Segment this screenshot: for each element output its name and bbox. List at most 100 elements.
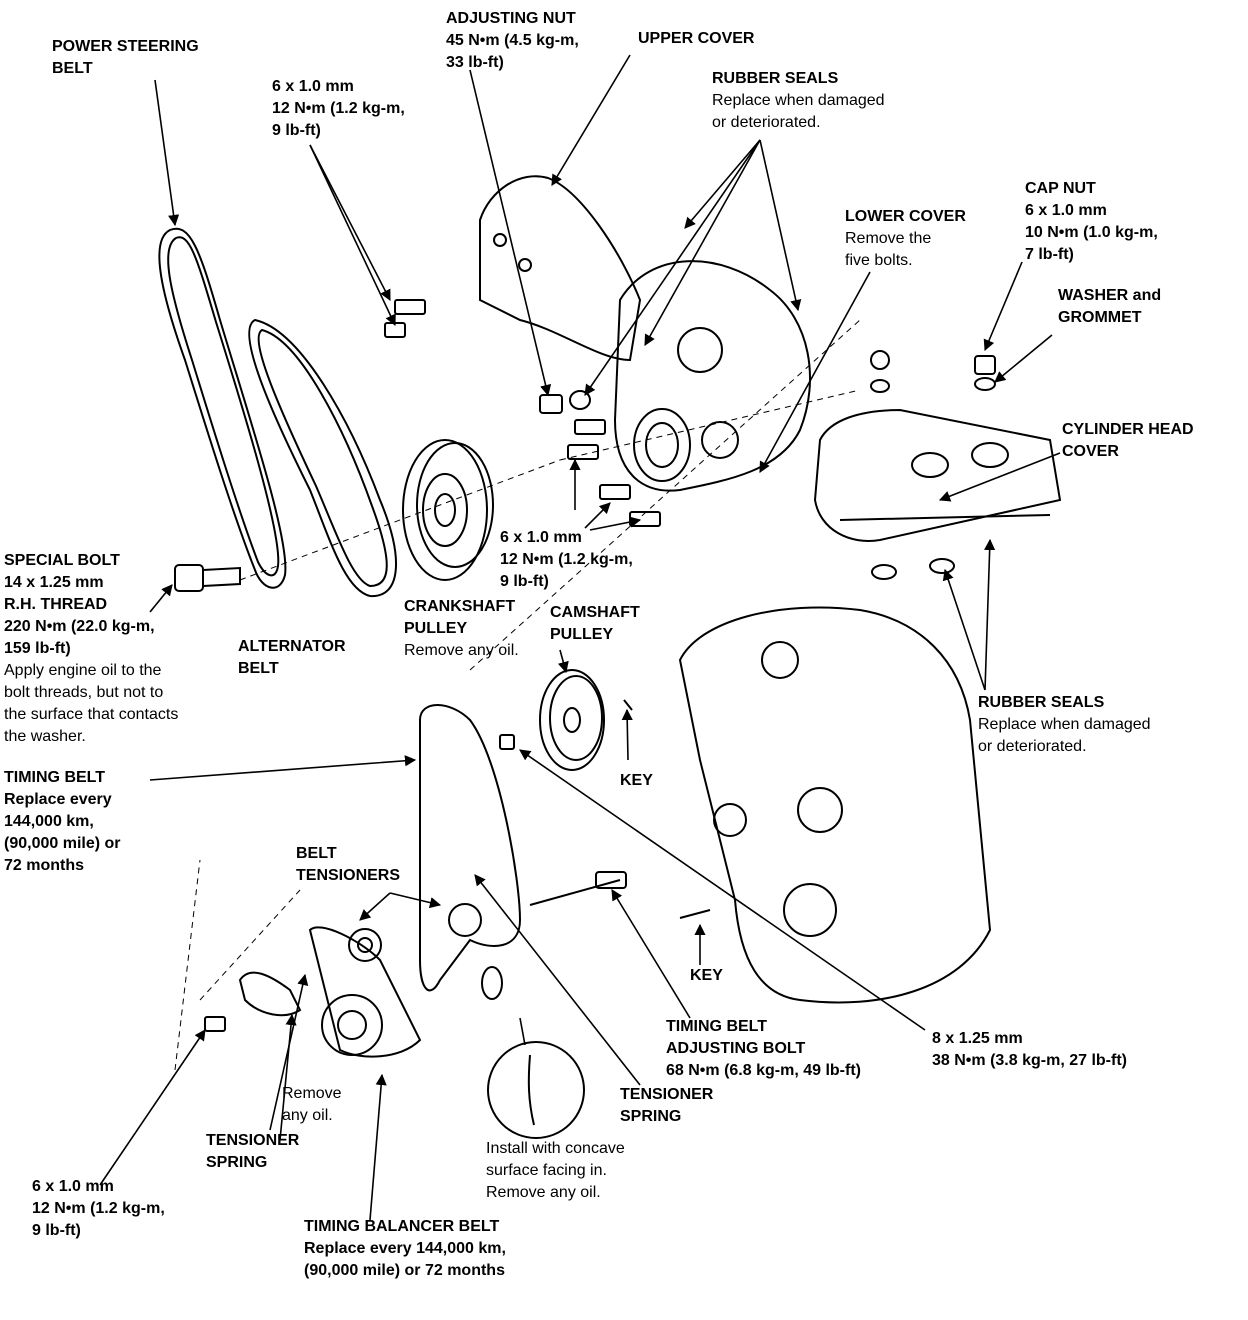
line: TIMING BALANCER BELT (304, 1218, 500, 1235)
line: ADJUSTING BOLT (666, 1040, 806, 1057)
line: 14 x 1.25 mm (4, 574, 104, 591)
key-upper-label: KEY (620, 770, 653, 792)
line: KEY (620, 772, 653, 789)
line: GROMMET (1058, 309, 1142, 326)
bolt-bottom-label: 6 x 1.0 mm 12 N•m (1.2 kg-m, 9 lb-ft) (32, 1176, 165, 1242)
title: CRANKSHAFT (404, 598, 516, 615)
alternator-belt-drawing (248, 318, 397, 598)
line: KEY (690, 967, 723, 984)
rubber-seals-top-label: RUBBER SEALS Replace when damaged or det… (712, 68, 885, 134)
line: COVER (1062, 443, 1119, 460)
line: 45 N•m (4.5 kg-m, (446, 32, 579, 49)
line: SPRING (620, 1108, 682, 1125)
line: 6 x 1.0 mm (500, 529, 582, 546)
line: BELT (52, 60, 93, 77)
line: 38 N•m (3.8 kg-m, 27 lb-ft) (932, 1052, 1127, 1069)
lower-cover-label: LOWER COVER Remove the five bolts. (845, 206, 966, 272)
line: R.H. THREAD (4, 596, 108, 613)
line: TENSIONER (620, 1086, 714, 1103)
timing-belt-label: TIMING BELT Replace every 144,000 km, (9… (4, 767, 121, 877)
line: Install with concave (486, 1140, 625, 1157)
title: PULLEY (404, 620, 468, 637)
crankshaft-pulley-drawing (402, 439, 494, 581)
title: RUBBER SEALS (712, 70, 839, 87)
timing-belt-adjusting-bolt-label: TIMING BELT ADJUSTING BOLT 68 N•m (6.8 k… (666, 1016, 861, 1082)
crankshaft-pulley-label: CRANKSHAFT PULLEY Remove any oil. (404, 596, 519, 662)
line: ALTERNATOR (238, 638, 346, 655)
line: 10 N•m (1.0 kg-m, (1025, 224, 1158, 241)
tensioner-spring-left-label: TENSIONER SPRING (206, 1130, 299, 1174)
line: BELT (238, 660, 279, 677)
power-steering-belt-drawing (158, 227, 287, 589)
line: 6 x 1.0 mm (272, 78, 354, 95)
line: 9 lb-ft) (272, 122, 321, 139)
washer-grommet-label: WASHER and GROMMET (1058, 285, 1161, 329)
title: RUBBER SEALS (978, 694, 1105, 711)
line: five bolts. (845, 252, 913, 269)
seal-detail-drawing (481, 966, 585, 1139)
lower-cover-drawing (613, 260, 811, 492)
line: SPRING (206, 1154, 268, 1171)
note-line: bolt threads, but not to (4, 684, 164, 701)
line: CAP NUT (1025, 180, 1096, 197)
line: Replace every (4, 791, 112, 808)
line: 144,000 km, (4, 813, 94, 830)
title: TIMING BELT (4, 769, 106, 786)
line: surface facing in. (486, 1162, 607, 1179)
line: (90,000 mile) or (4, 835, 121, 852)
line: WASHER and (1058, 287, 1162, 304)
special-bolt-drawing (174, 564, 241, 592)
line: PULLEY (550, 626, 614, 643)
key-lower-label: KEY (690, 965, 723, 987)
rubber-seals-mid-label: RUBBER SEALS Replace when damaged or det… (978, 692, 1151, 758)
line: 6 x 1.0 mm (1025, 202, 1107, 219)
tensioner-drawing (238, 926, 422, 1058)
line: 6 x 1.0 mm (32, 1178, 114, 1195)
cylinder-head-cover-drawing (813, 408, 1062, 542)
engine-block-drawing (678, 606, 992, 1004)
note-line: Apply engine oil to the (4, 662, 162, 679)
line: 9 lb-ft) (500, 573, 549, 590)
timing-balancer-belt-label: TIMING BALANCER BELT Replace every 144,0… (304, 1216, 506, 1282)
line: 159 lb-ft) (4, 640, 71, 657)
upper-cover-label: UPPER COVER (638, 28, 754, 50)
line: 9 lb-ft) (32, 1222, 81, 1239)
line: Remove any oil. (486, 1184, 601, 1201)
line: TENSIONERS (296, 867, 401, 884)
alignment-lines (174, 319, 861, 1071)
adjusting-nut-label: ADJUSTING NUT 45 N•m (4.5 kg-m, 33 lb-ft… (446, 8, 579, 74)
bolt-top-label: 6 x 1.0 mm 12 N•m (1.2 kg-m, 9 lb-ft) (272, 76, 405, 142)
upper-cover-drawing (479, 175, 642, 362)
line: Remove (282, 1085, 342, 1102)
line: Replace when damaged (978, 716, 1151, 733)
line: 7 lb-ft) (1025, 246, 1074, 263)
belt-tensioners-label: BELT TENSIONERS (296, 843, 400, 887)
note-line: the washer. (4, 728, 86, 745)
camshaft-pulley-drawing (539, 669, 605, 771)
line: Replace every 144,000 km, (304, 1240, 506, 1257)
line: 12 N•m (1.2 kg-m, (500, 551, 633, 568)
line: BELT (296, 845, 337, 862)
remove-any-oil-label: Remove any oil. (282, 1083, 342, 1127)
line: or deteriorated. (712, 114, 821, 131)
line: 8 x 1.25 mm (932, 1030, 1023, 1047)
line: 220 N•m (22.0 kg-m, (4, 618, 155, 635)
line: POWER STEERING (52, 38, 199, 55)
line: UPPER COVER (638, 30, 755, 47)
line: Replace when damaged (712, 92, 885, 109)
camshaft-pulley-label: CAMSHAFT PULLEY (550, 602, 640, 646)
line: ADJUSTING NUT (446, 10, 576, 27)
install-note-label: Install with concave surface facing in. … (486, 1138, 625, 1204)
title: LOWER COVER (845, 208, 966, 225)
power-steering-belt-label: POWER STEERING BELT (52, 36, 199, 80)
tensioner-spring-right-label: TENSIONER SPRING (620, 1084, 713, 1128)
line: CAMSHAFT (550, 604, 640, 621)
line: 68 N•m (6.8 kg-m, 49 lb-ft) (666, 1062, 861, 1079)
alternator-belt-label: ALTERNATOR BELT (238, 636, 346, 680)
line: CYLINDER HEAD (1062, 421, 1194, 438)
line: 33 lb-ft) (446, 54, 504, 71)
special-bolt-label: SPECIAL BOLT 14 x 1.25 mm R.H. THREAD 22… (4, 550, 178, 748)
line: Remove any oil. (404, 642, 519, 659)
line: 12 N•m (1.2 kg-m, (272, 100, 405, 117)
